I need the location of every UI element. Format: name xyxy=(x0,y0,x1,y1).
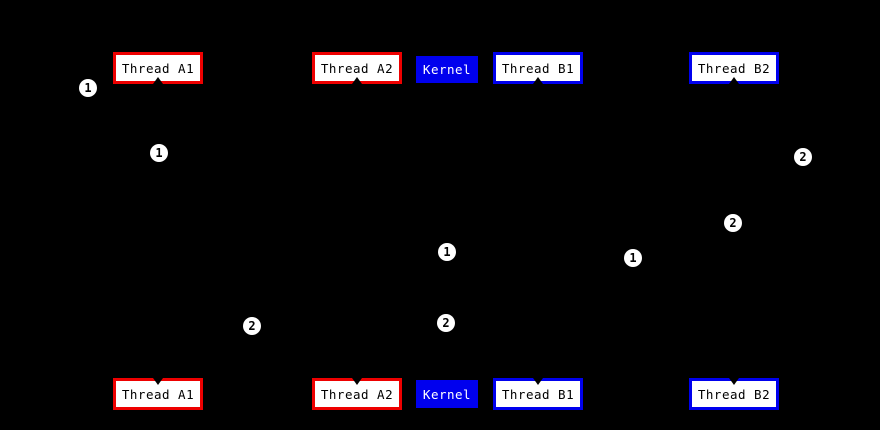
actor-box-thread-b2-bottom: Thread B2 xyxy=(689,378,779,410)
actor-box-thread-a1-bottom: Thread A1 xyxy=(113,378,203,410)
actor-box-thread-a2-bottom: Thread A2 xyxy=(312,378,402,410)
lifeline-notch xyxy=(153,77,163,84)
actor-box-kernel-bottom: Kernel xyxy=(416,380,478,408)
lifeline-notch xyxy=(533,77,543,84)
lifeline-notch xyxy=(533,378,543,385)
step-marker: 2 xyxy=(243,317,261,335)
actor-box-thread-b2-top: Thread B2 xyxy=(689,52,779,84)
actor-box-thread-a2-top: Thread A2 xyxy=(312,52,402,84)
step-marker: 1 xyxy=(150,144,168,162)
actor-label: Thread A1 xyxy=(121,386,195,402)
actor-label: Kernel xyxy=(422,386,472,402)
lifeline-notch xyxy=(153,378,163,385)
actor-box-thread-b1-bottom: Thread B1 xyxy=(493,378,583,410)
actor-box-thread-b1-top: Thread B1 xyxy=(493,52,583,84)
lifeline-notch xyxy=(729,378,739,385)
step-marker: 1 xyxy=(79,79,97,97)
step-marker: 2 xyxy=(794,148,812,166)
actor-label: Kernel xyxy=(422,62,472,77)
actor-box-thread-a1-top: Thread A1 xyxy=(113,52,203,84)
step-marker: 1 xyxy=(438,243,456,261)
actor-label: Thread B2 xyxy=(697,386,771,402)
actor-box-kernel-top: Kernel xyxy=(416,56,478,83)
step-marker: 2 xyxy=(724,214,742,232)
actor-label: Thread A2 xyxy=(320,60,394,76)
actor-label: Thread B2 xyxy=(697,60,771,76)
actor-label: Thread B1 xyxy=(501,386,575,402)
actor-label: Thread A1 xyxy=(121,60,195,76)
lifeline-notch xyxy=(729,77,739,84)
actor-label: Thread A2 xyxy=(320,386,394,402)
step-marker: 2 xyxy=(437,314,455,332)
lifeline-notch xyxy=(352,77,362,84)
actor-label: Thread B1 xyxy=(501,60,575,76)
lifeline-notch xyxy=(352,378,362,385)
step-marker: 1 xyxy=(624,249,642,267)
